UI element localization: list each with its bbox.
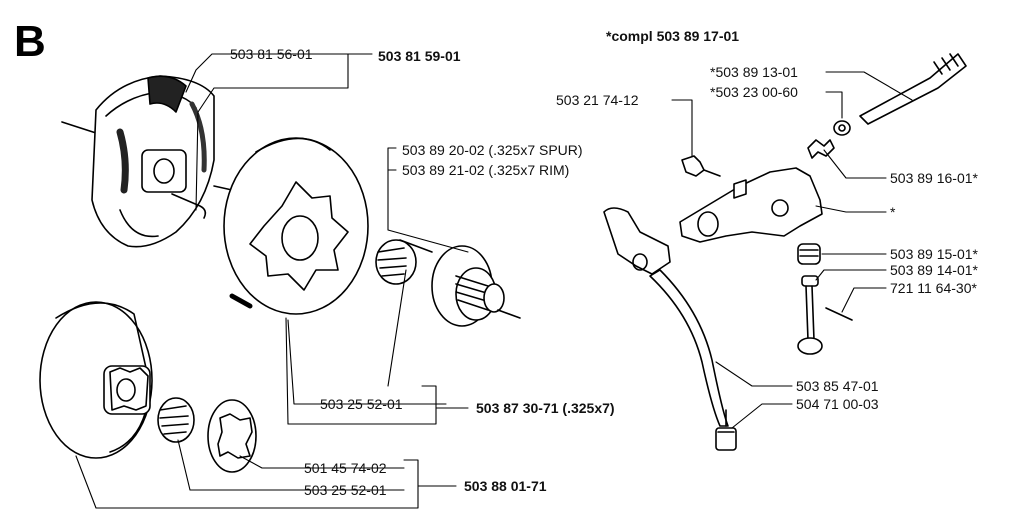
part-number-plunger-cap: 503 89 14-01* (890, 262, 978, 278)
part-number-lever: 503 85 47-01 (796, 378, 879, 394)
part-number-needle-bearing-lower: 503 25 52-01 (304, 482, 387, 498)
oil-pump-drawing (603, 53, 967, 451)
part-number-clutch-spring: 503 81 56-01 (230, 46, 313, 62)
part-number-screw: 503 21 74-12 (556, 92, 639, 108)
part-number-needle-bearing-upper: 503 25 52-01 (320, 396, 403, 412)
part-number-spring-small: 503 89 16-01* (890, 170, 978, 186)
part-number-washer: *503 23 00-60 (710, 84, 798, 100)
part-number-knob: 504 71 00-03 (796, 396, 879, 412)
part-number-spur-sprocket: 503 89 20-02 (.325x7 SPUR) (402, 142, 583, 158)
part-number-pump-rod: *503 89 13-01 (710, 64, 798, 80)
leader-lines (75, 53, 913, 509)
clutch-drum-drawing (223, 137, 521, 327)
part-number-rim-sprocket: 503 89 21-02 (.325x7 RIM) (402, 162, 570, 178)
section-letter: B (14, 17, 46, 66)
complete-assembly-oil-pump: *compl 503 89 17-01 (606, 28, 740, 44)
clutch-shoes-drawing (61, 75, 233, 248)
rim-drum-drawing (39, 301, 257, 473)
assembly-number-rim-drum: 503 88 01-71 (464, 478, 547, 494)
part-number-spring: 503 89 15-01* (890, 246, 978, 262)
assembly-number-spur-drum: 503 87 30-71 (.325x7) (476, 400, 615, 416)
assembly-number-clutch: 503 81 59-01 (378, 48, 461, 64)
part-number-rim-sprocket-lower: 501 45 74-02 (304, 460, 387, 476)
part-asterisk-housing: * (890, 204, 896, 220)
part-number-pin: 721 11 64-30* (890, 280, 977, 296)
